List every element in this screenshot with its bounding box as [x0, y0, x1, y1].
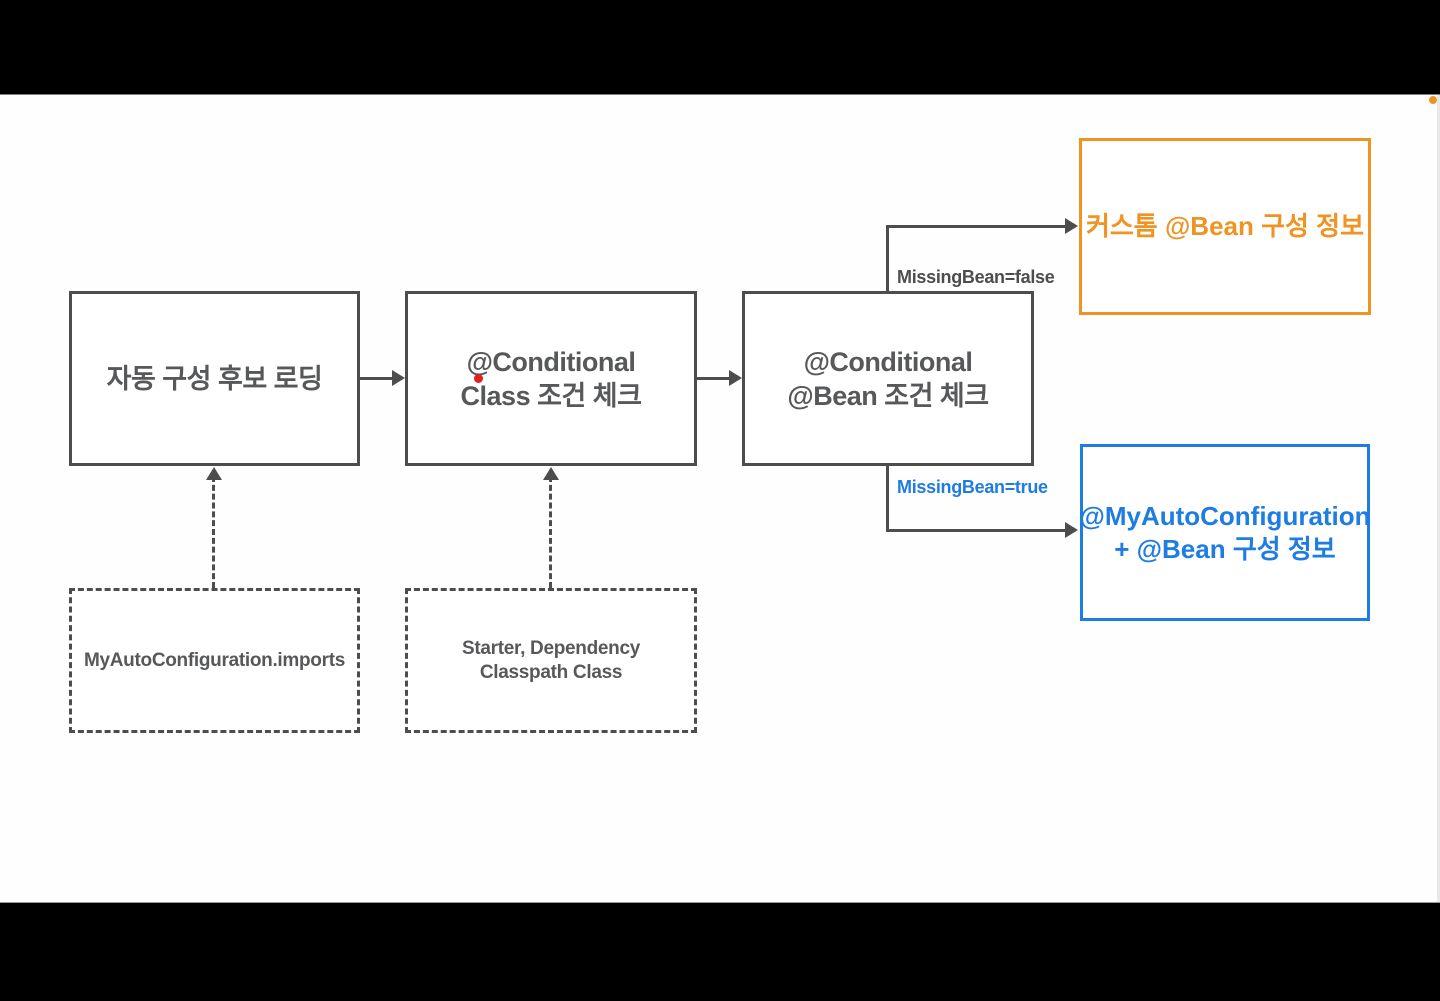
arrow-elbow-down-vertical — [886, 466, 889, 532]
dashed-arrow-starter-line — [549, 476, 552, 588]
node-label-line2: @Bean 조건 체크 — [787, 380, 989, 411]
node-conditional-class-check: @Conditional Class 조건 체크 — [405, 291, 697, 466]
node-custom-bean-info: 커스톰 @Bean 구성 정보 — [1079, 138, 1371, 315]
node-conditional-bean-check: @Conditional @Bean 조건 체크 — [742, 291, 1034, 466]
orange-corner-dot — [1429, 96, 1437, 104]
arrow-elbow-up-horizontal — [886, 225, 1068, 228]
node-myautoconfiguration-bean-info: @MyAutoConfiguration + @Bean 구성 정보 — [1079, 444, 1371, 621]
node-starter-dependency-classpath: Starter, Dependency Classpath Class — [405, 588, 697, 733]
slide-right-edge — [1437, 95, 1440, 902]
node-label-line2: Classpath Class — [479, 661, 623, 683]
node-label: MyAutoConfiguration.imports — [83, 649, 346, 671]
dashed-arrow-imports-line — [212, 476, 215, 588]
node-label-line1: @Conditional — [803, 346, 973, 377]
laser-pointer-dot — [474, 374, 483, 383]
arrow-head-class-to-bean — [729, 370, 742, 386]
arrow-line-class-to-bean — [697, 377, 733, 380]
top-divider-line — [0, 94, 1440, 95]
arrow-head-to-custom-bean — [1065, 218, 1078, 234]
node-myautoconfiguration-imports: MyAutoConfiguration.imports — [69, 588, 360, 733]
bottom-divider-line — [0, 902, 1440, 903]
node-label: 커스톰 @Bean 구성 정보 — [1085, 211, 1365, 241]
dashed-arrow-imports-head — [206, 467, 222, 480]
node-auto-config-loading: 자동 구성 후보 로딩 — [69, 291, 360, 466]
node-label: 자동 구성 후보 로딩 — [106, 363, 323, 394]
node-label-line2: Class 조건 체크 — [460, 380, 642, 411]
node-label-line1: @Conditional — [466, 346, 636, 377]
edge-label-missingbean-true: MissingBean=true — [897, 477, 1048, 497]
node-label-line1: @MyAutoConfiguration — [1079, 500, 1371, 531]
edge-label-missingbean-false: MissingBean=false — [897, 267, 1055, 287]
arrow-head-to-myautoconfig — [1065, 522, 1078, 538]
dashed-arrow-starter-head — [543, 467, 559, 480]
top-letterbox — [0, 0, 1440, 94]
node-label-line1: Starter, Dependency — [461, 637, 641, 659]
arrow-head-load-to-class — [392, 370, 405, 386]
arrow-line-load-to-class — [360, 377, 396, 380]
arrow-elbow-down-horizontal — [886, 529, 1068, 532]
node-label-line2: + @Bean 구성 정보 — [1114, 533, 1336, 564]
bottom-letterbox — [0, 903, 1440, 1001]
arrow-elbow-up-vertical — [886, 225, 889, 291]
